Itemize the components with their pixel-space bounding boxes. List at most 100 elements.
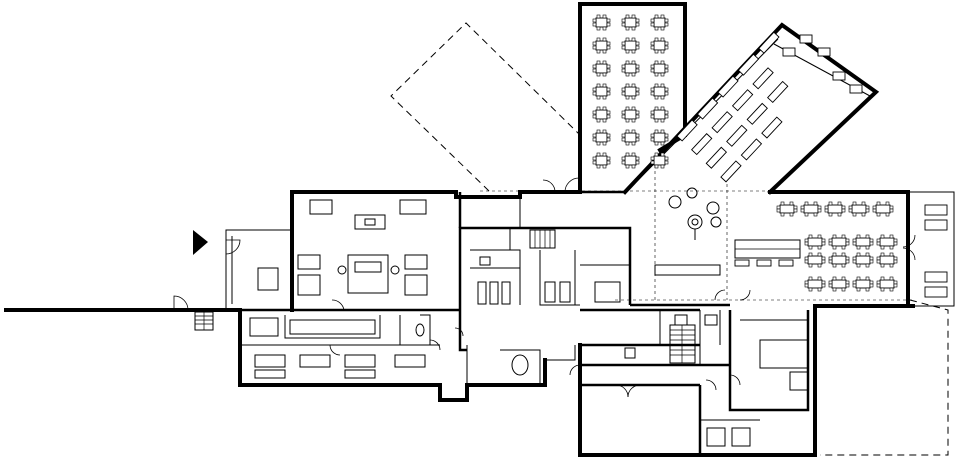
chair: [654, 106, 659, 111]
chair: [606, 160, 611, 165]
dining-table: [734, 259, 750, 267]
chair: [845, 259, 850, 264]
chair: [869, 238, 874, 243]
chair: [635, 45, 640, 50]
chair: [845, 283, 850, 288]
chair: [606, 114, 611, 119]
chair: [635, 41, 640, 46]
chair: [621, 137, 626, 142]
chair: [635, 133, 640, 138]
chair: [631, 72, 636, 77]
stair-core: [669, 324, 696, 364]
chair: [817, 234, 822, 239]
chair: [602, 164, 607, 169]
chair: [654, 60, 659, 65]
dining-table: [653, 109, 666, 120]
chair: [841, 287, 846, 292]
chair: [876, 212, 881, 217]
chair: [592, 45, 597, 50]
chair: [596, 26, 601, 31]
chair: [865, 276, 870, 281]
chair: [625, 60, 630, 65]
chair: [596, 164, 601, 169]
northeast-corner-tables: [782, 34, 863, 94]
chair: [650, 41, 655, 46]
chair: [650, 87, 655, 92]
dining-table: [807, 279, 823, 289]
chair: [631, 129, 636, 134]
chair: [880, 263, 885, 268]
east-terrace-tables: [924, 204, 948, 298]
chair: [660, 72, 665, 77]
office-desks: [249, 317, 426, 379]
chair: [841, 252, 846, 257]
chair: [592, 114, 597, 119]
diagonal-wing-seating: [676, 31, 789, 183]
chair: [664, 18, 669, 23]
chair: [654, 26, 659, 31]
chair: [845, 238, 850, 243]
chair: [621, 133, 626, 138]
chair: [650, 156, 655, 161]
chair: [602, 152, 607, 157]
chair: [817, 208, 822, 213]
dining-table: [653, 155, 666, 166]
chair: [880, 245, 885, 250]
chair: [606, 18, 611, 23]
chair: [654, 141, 659, 146]
foyer-round-tables: [668, 187, 722, 240]
chair: [654, 83, 659, 88]
chair: [804, 256, 809, 261]
chair: [621, 87, 626, 92]
chair: [808, 234, 813, 239]
dining-table: [831, 279, 847, 289]
chair: [631, 37, 636, 42]
chair: [631, 118, 636, 123]
bar-counter: [654, 239, 809, 391]
chair: [852, 212, 857, 217]
chair: [664, 156, 669, 161]
chair: [625, 14, 630, 19]
chair: [621, 114, 626, 119]
chair: [660, 152, 665, 157]
chair: [606, 91, 611, 96]
chair: [592, 110, 597, 115]
chair: [828, 201, 833, 206]
chair: [596, 106, 601, 111]
chair: [876, 238, 881, 243]
chair: [606, 156, 611, 161]
chair: [664, 87, 669, 92]
chair: [664, 22, 669, 27]
chair: [893, 280, 898, 285]
exterior-walls: [225, 2, 955, 457]
chair: [654, 72, 659, 77]
chair: [654, 129, 659, 134]
chair: [635, 64, 640, 69]
chair: [625, 26, 630, 31]
chair: [872, 205, 877, 210]
dining-table: [851, 204, 867, 214]
dining-table: [653, 40, 666, 51]
chair: [635, 18, 640, 23]
chair: [889, 252, 894, 257]
chair: [654, 152, 659, 157]
chair: [793, 205, 798, 210]
chair: [837, 212, 842, 217]
chair: [876, 256, 881, 261]
chair: [635, 68, 640, 73]
chair: [865, 245, 870, 250]
chair: [856, 234, 861, 239]
chair: [832, 287, 837, 292]
chair: [621, 68, 626, 73]
dining-table: [779, 204, 795, 214]
chair: [621, 64, 626, 69]
dining-table: [855, 237, 871, 247]
chair: [828, 283, 833, 288]
dining-table: [807, 255, 823, 265]
chair: [625, 118, 630, 123]
chair: [635, 160, 640, 165]
chair: [592, 18, 597, 23]
stair-west: [194, 311, 214, 331]
chair: [650, 110, 655, 115]
chair: [606, 110, 611, 115]
